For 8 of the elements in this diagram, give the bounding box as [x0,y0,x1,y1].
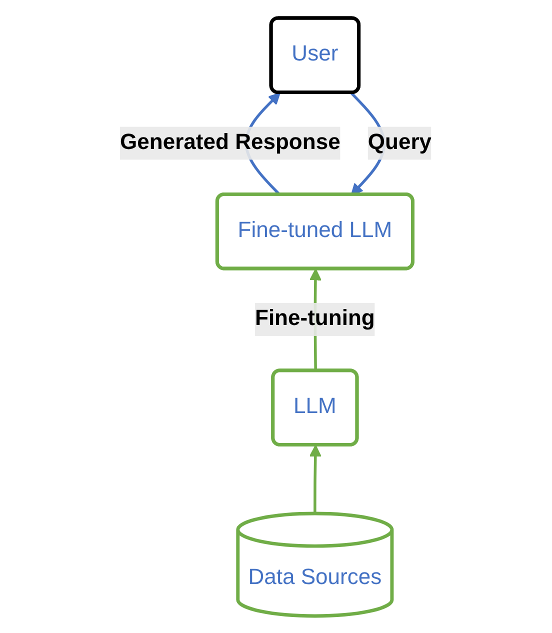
arrow [310,444,322,514]
edge-label: Fine-tuning [255,302,376,336]
edge-label: Generated Response [120,126,341,160]
process-box: User [270,16,361,94]
process-box: Fine-tuned LLM [216,192,415,270]
process-box: LLM [271,368,359,446]
database-cylinder: Data Sources [236,511,394,618]
edge-label: Query [368,126,432,160]
